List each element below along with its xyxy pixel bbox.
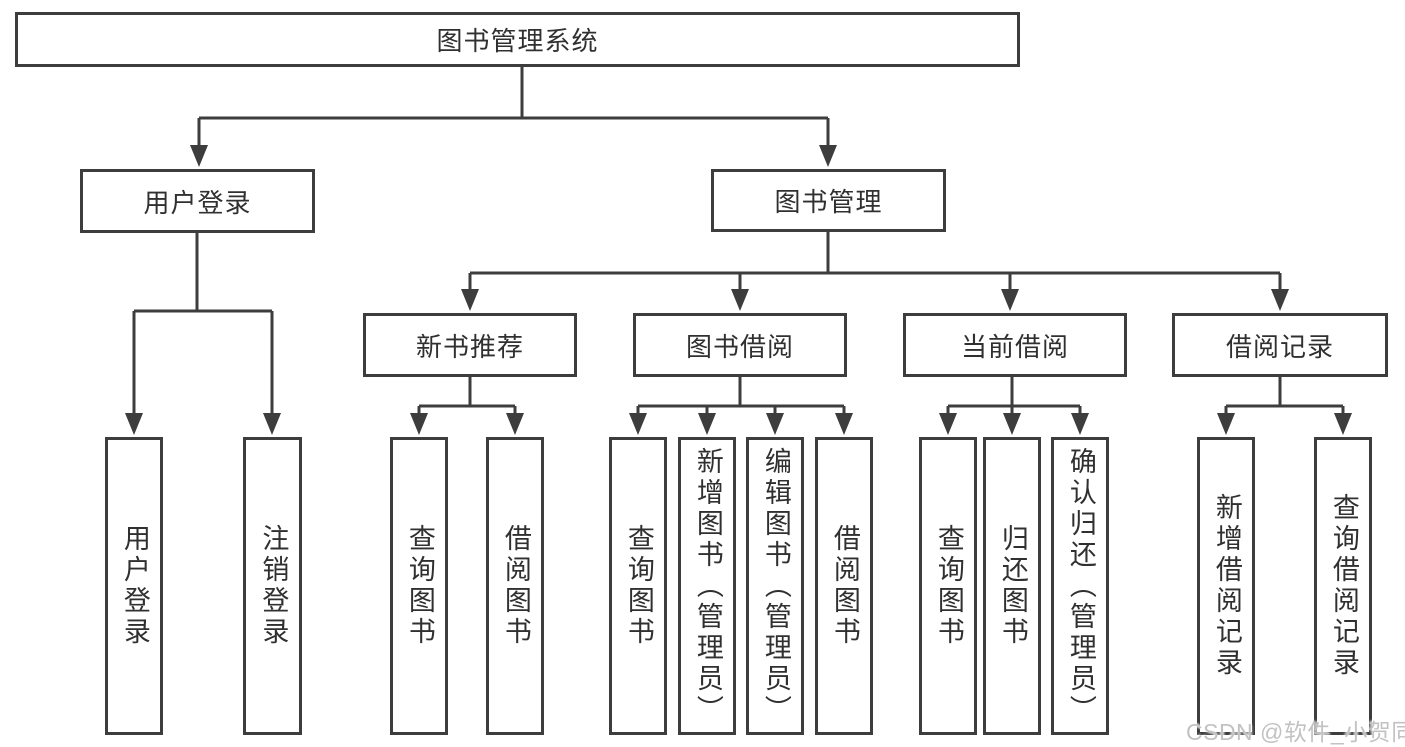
node-book-management-label: 图书管理 bbox=[774, 187, 883, 217]
node-book-borrowing: 图书借阅 bbox=[633, 313, 847, 377]
node-current-borrowing-label: 当前借阅 bbox=[960, 331, 1069, 362]
node-book-management: 图书管理 bbox=[711, 169, 946, 232]
leaf-query-borrow-record-label: 查询借阅记录 bbox=[1328, 493, 1359, 679]
node-root: 图书管理系统 bbox=[15, 12, 1020, 67]
leaf-add-books-admin-label: 新增图书（管理员） bbox=[692, 446, 723, 726]
node-new-book-recommend: 新书推荐 bbox=[363, 313, 577, 377]
leaf-add-borrow-record: 新增借阅记录 bbox=[1197, 437, 1255, 735]
leaf-borrow-books-borrowing-label: 借阅图书 bbox=[829, 524, 860, 648]
tree-edges bbox=[132, 67, 1345, 414]
leaf-edit-books-admin: 编辑图书（管理员） bbox=[746, 437, 804, 735]
leaf-confirm-return-admin-label: 确认归还（管理员） bbox=[1065, 446, 1096, 726]
node-current-borrowing: 当前借阅 bbox=[903, 313, 1127, 377]
leaf-query-books-current: 查询图书 bbox=[919, 437, 977, 735]
leaf-borrow-books-recommend: 借阅图书 bbox=[486, 437, 544, 735]
leaf-query-books-current-label: 查询图书 bbox=[933, 524, 964, 648]
leaf-add-books-admin: 新增图书（管理员） bbox=[678, 437, 736, 735]
leaf-logout-label: 注销登录 bbox=[258, 524, 289, 648]
leaf-user-login-label: 用户登录 bbox=[119, 524, 150, 648]
leaf-return-books: 归还图书 bbox=[983, 437, 1041, 735]
node-new-book-recommend-label: 新书推荐 bbox=[415, 331, 524, 362]
node-root-label: 图书管理系统 bbox=[436, 26, 599, 56]
leaf-return-books-label: 归还图书 bbox=[997, 524, 1028, 648]
leaf-edit-books-admin-label: 编辑图书（管理员） bbox=[760, 446, 791, 726]
node-user-login-group-label: 用户登录 bbox=[143, 187, 252, 218]
leaf-confirm-return-admin: 确认归还（管理员） bbox=[1051, 437, 1109, 735]
leaf-add-borrow-record-label: 新增借阅记录 bbox=[1211, 493, 1242, 679]
leaf-query-books-borrowing: 查询图书 bbox=[609, 437, 667, 735]
leaf-query-books-recommend-label: 查询图书 bbox=[404, 524, 435, 648]
node-borrowing-records: 借阅记录 bbox=[1172, 313, 1388, 377]
leaf-borrow-books-borrowing: 借阅图书 bbox=[815, 437, 873, 735]
leaf-logout: 注销登录 bbox=[243, 437, 302, 735]
leaf-borrow-books-recommend-label: 借阅图书 bbox=[500, 524, 531, 648]
node-user-login-group: 用户登录 bbox=[80, 169, 315, 233]
leaf-query-books-recommend: 查询图书 bbox=[390, 437, 448, 735]
node-book-borrowing-label: 图书借阅 bbox=[685, 331, 794, 362]
arrowhead-markers bbox=[125, 145, 1352, 435]
csdn-watermark: CSDN @软件_小贺同学 bbox=[1186, 719, 1405, 745]
node-borrowing-records-label: 借阅记录 bbox=[1225, 331, 1334, 362]
leaf-query-books-borrowing-label: 查询图书 bbox=[623, 524, 654, 648]
leaf-user-login: 用户登录 bbox=[105, 437, 163, 735]
leaf-query-borrow-record: 查询借阅记录 bbox=[1314, 437, 1372, 735]
